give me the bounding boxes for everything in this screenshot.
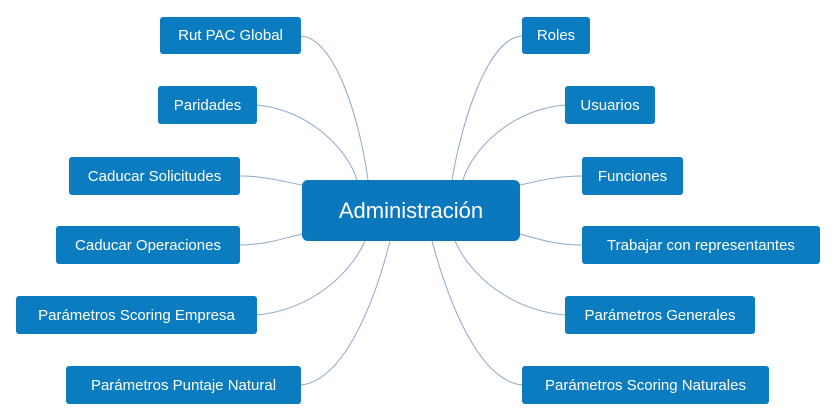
connector-parametros-scoring-empresa <box>256 240 366 316</box>
central-topic-node[interactable]: Administración <box>302 180 520 241</box>
connector-parametros-generales <box>454 240 566 316</box>
left-topic-paridades[interactable]: Paridades <box>158 86 257 124</box>
connector-trabajar-con-representantes <box>519 233 583 246</box>
left-topic-caducar-operaciones[interactable]: Caducar Operaciones <box>56 226 240 264</box>
left-topic-parametros-scoring-empresa[interactable]: Parámetros Scoring Empresa <box>16 296 257 334</box>
left-topic-rut-pac-global[interactable]: Rut PAC Global <box>160 17 301 54</box>
left-topic-parametros-puntaje-natural[interactable]: Parámetros Puntaje Natural <box>66 366 301 404</box>
connector-caducar-operaciones <box>239 233 303 246</box>
connector-rut-pac-global <box>300 35 369 181</box>
connector-parametros-scoring-naturales <box>431 240 523 386</box>
right-topic-funciones[interactable]: Funciones <box>582 157 683 195</box>
connector-funciones <box>519 175 583 186</box>
right-topic-roles[interactable]: Roles <box>522 17 590 54</box>
right-topic-usuarios[interactable]: Usuarios <box>565 86 655 124</box>
connector-usuarios <box>462 104 566 181</box>
connector-paridades <box>256 104 358 181</box>
right-topic-parametros-generales[interactable]: Parámetros Generales <box>565 296 755 334</box>
connector-roles <box>451 35 523 181</box>
connector-parametros-puntaje-natural <box>300 240 391 386</box>
connector-caducar-solicitudes <box>239 175 303 186</box>
left-topic-caducar-solicitudes[interactable]: Caducar Solicitudes <box>69 157 240 195</box>
right-topic-trabajar-con-representantes[interactable]: Trabajar con representantes <box>582 226 820 264</box>
right-topic-parametros-scoring-naturales[interactable]: Parámetros Scoring Naturales <box>522 366 769 404</box>
